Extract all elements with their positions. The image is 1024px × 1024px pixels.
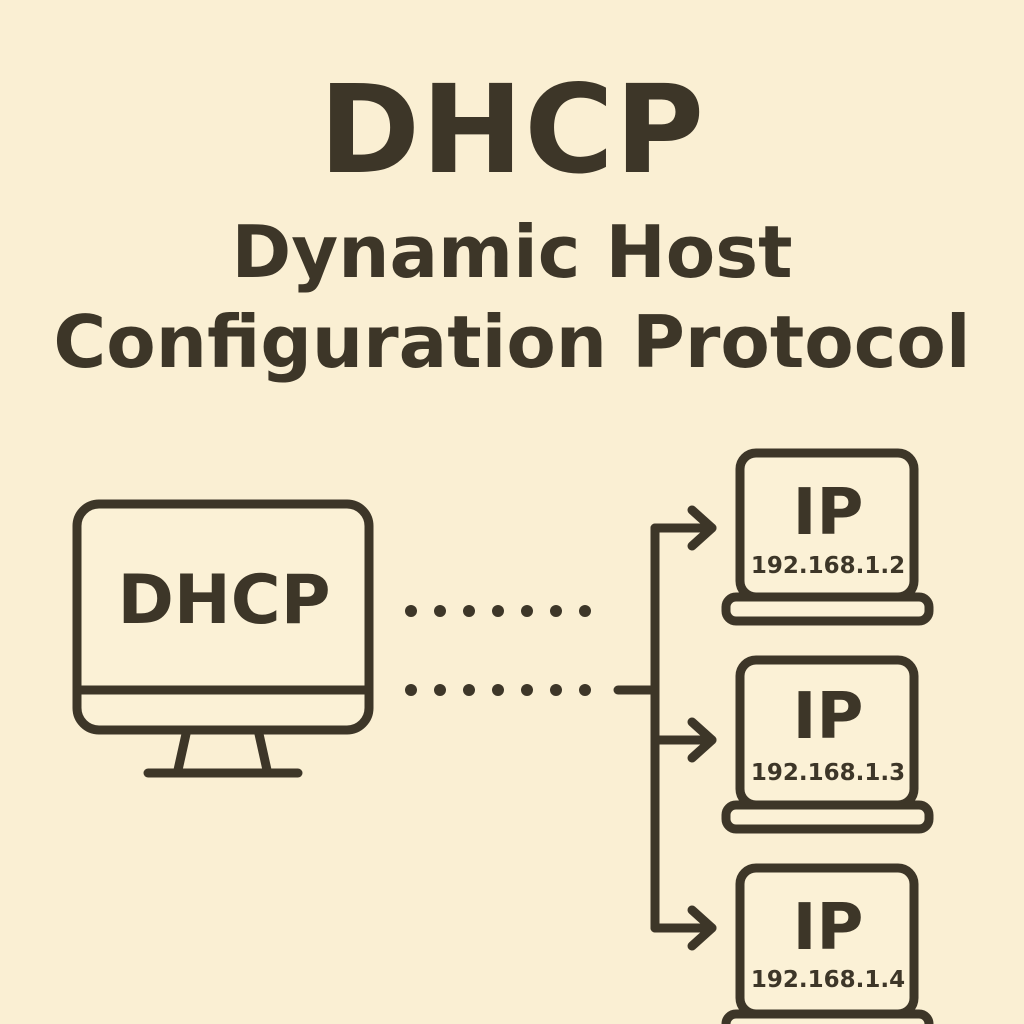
server-monitor-icon [72, 499, 374, 778]
client-2-address: 192.168.1.3 [750, 760, 906, 786]
server-label: DHCP [117, 561, 331, 640]
laptop-icon-3 [721, 863, 934, 1024]
dotted-line-upper [405, 605, 591, 617]
laptop-icon-1 [721, 448, 934, 626]
laptop-icon-2 [721, 655, 934, 834]
client-3-address: 192.168.1.4 [750, 967, 906, 993]
arrow-head-2 [687, 717, 717, 763]
arrow-head-1 [687, 505, 717, 551]
arrow-head-3 [687, 905, 717, 951]
subtitle-line-2: Configuration Protocol [53, 300, 971, 384]
dotted-connection-lines [405, 605, 591, 696]
page-subtitle: Dynamic Host Configuration Protocol [0, 207, 1024, 387]
client-3-ip-label: IP [792, 891, 864, 965]
server-stand-right [254, 729, 272, 775]
server-stand-left [173, 729, 191, 775]
client-2-ip-label: IP [792, 680, 864, 754]
subtitle-line-1: Dynamic Host [231, 210, 793, 294]
dotted-line-lower [405, 684, 591, 696]
client-1-address: 192.168.1.2 [750, 553, 906, 579]
client-1-ip-label: IP [792, 476, 864, 550]
page-title: DHCP [318, 59, 706, 201]
branch-connector [613, 505, 717, 951]
server-monitor-frame [72, 499, 374, 735]
